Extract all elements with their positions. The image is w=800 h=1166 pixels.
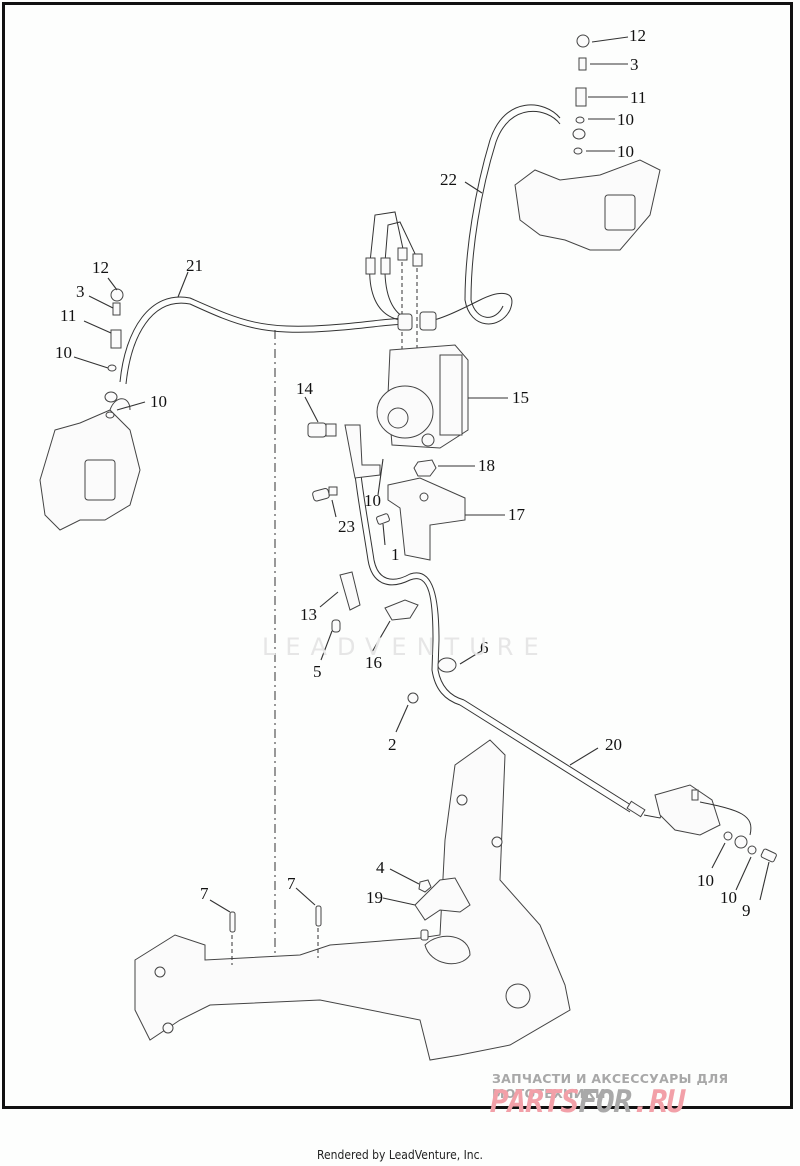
callout-10[interactable]: 10 — [720, 888, 737, 907]
callout-7[interactable]: 7 — [200, 884, 209, 903]
clip-5[interactable] — [331, 619, 341, 633]
abs-bracket-17[interactable] — [387, 477, 466, 561]
store-logo-part3: .RU — [631, 1084, 685, 1120]
callout-10[interactable]: 10 — [617, 142, 634, 161]
brake-line-22[interactable] — [424, 104, 561, 325]
pressure-switch-23[interactable] — [312, 486, 338, 502]
bolt-19-stud — [420, 929, 429, 941]
callout-20[interactable]: 20 — [605, 735, 622, 754]
callout-10[interactable]: 10 — [150, 392, 167, 411]
washer-10[interactable] — [723, 831, 733, 841]
master-cylinder[interactable] — [654, 784, 752, 836]
adapter-11 — [110, 329, 122, 349]
bolt-1[interactable] — [376, 513, 390, 525]
rear-brake-line — [344, 424, 465, 706]
callout-13[interactable]: 13 — [300, 605, 317, 624]
left-fitting-stack — [104, 288, 124, 419]
callout-10[interactable]: 10 — [364, 491, 381, 510]
callout-10[interactable]: 10 — [55, 343, 72, 362]
callout-18[interactable]: 18 — [478, 456, 495, 475]
callout-10[interactable]: 10 — [697, 871, 714, 890]
callout-17[interactable]: 17 — [508, 505, 526, 524]
callout-7[interactable]: 7 — [287, 874, 296, 893]
callout-14[interactable]: 14 — [296, 379, 314, 398]
leadventure-watermark: LEADVENTURE — [262, 633, 549, 661]
callout-5[interactable]: 5 — [313, 662, 322, 681]
nut-2[interactable] — [407, 692, 419, 704]
washer-10[interactable] — [747, 845, 757, 855]
abs-feed-tubes — [365, 211, 437, 360]
adapter-11 — [575, 87, 587, 107]
bleeder-cap-12 — [110, 288, 124, 302]
callout-10[interactable]: 10 — [617, 110, 634, 129]
bleeder-valve-3 — [112, 302, 121, 316]
callout-3[interactable]: 3 — [76, 282, 85, 301]
bolt-7[interactable] — [229, 911, 236, 933]
tube-fitting — [365, 257, 376, 275]
banjo-bolt-9[interactable] — [760, 848, 777, 863]
nut-18[interactable] — [413, 459, 437, 477]
callouts: 12 3 11 10 10 22 12 21 3 11 10 10 14 15 … — [55, 26, 751, 920]
callout-15[interactable]: 15 — [512, 388, 529, 407]
bracket-19[interactable] — [414, 877, 471, 921]
sensor-14[interactable] — [307, 422, 337, 438]
bolt-7[interactable] — [315, 905, 322, 927]
banjo-fitting — [734, 835, 748, 849]
callout-19[interactable]: 19 — [366, 888, 383, 907]
tube-fitting — [397, 247, 408, 261]
callout-1[interactable]: 1 — [391, 545, 400, 564]
callout-2[interactable]: 2 — [388, 735, 397, 754]
left-brake-caliper[interactable] — [39, 398, 141, 531]
diagram-frame — [2, 2, 793, 1109]
callout-9[interactable]: 9 — [742, 901, 751, 920]
footer-credit: Rendered by LeadVenture, Inc. — [316, 1148, 483, 1162]
callout-21[interactable]: 21 — [186, 256, 203, 275]
callout-11[interactable]: 11 — [60, 306, 76, 325]
callout-3[interactable]: 3 — [630, 55, 639, 74]
abs-hydraulic-unit-15[interactable] — [376, 344, 469, 449]
bracket-16[interactable] — [384, 599, 419, 621]
store-logo[interactable]: PARTSFOR.RU — [490, 1084, 685, 1120]
store-logo-part2: FOR — [578, 1084, 632, 1120]
bleeder-cap-12 — [576, 34, 590, 48]
callout-12[interactable]: 12 — [92, 258, 109, 277]
callout-22[interactable]: 22 — [440, 170, 457, 189]
tube-fitting — [380, 257, 391, 275]
nut-4[interactable] — [418, 879, 432, 893]
store-tagline: ЗАПЧАСТИ И АКСЕССУАРЫ ДЛЯ МОТОТЕХНИКИ — [492, 1071, 729, 1101]
callout-16[interactable]: 16 — [365, 653, 382, 672]
tube-fitting — [412, 253, 423, 267]
brake-line-21[interactable] — [119, 296, 411, 385]
bleeder-valve-3 — [578, 57, 587, 71]
store-logo-part1: PARTS — [490, 1084, 579, 1120]
callout-12[interactable]: 12 — [629, 26, 646, 45]
callout-11[interactable]: 11 — [630, 88, 646, 107]
callout-23[interactable]: 23 — [338, 517, 355, 536]
frame-crossmember — [134, 739, 571, 1061]
clamp-6[interactable] — [437, 657, 457, 673]
clip-13[interactable] — [339, 571, 361, 611]
right-fitting-stack — [572, 34, 590, 155]
right-brake-caliper[interactable] — [514, 159, 661, 251]
callout-4[interactable]: 4 — [376, 858, 385, 877]
leader-lines — [73, 36, 770, 913]
callout-6[interactable]: 6 — [480, 638, 489, 657]
